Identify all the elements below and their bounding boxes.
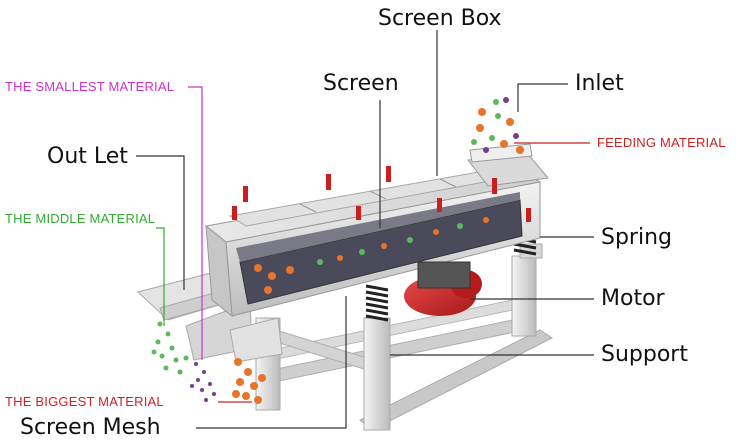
material-balls [254, 217, 489, 294]
label-screen-mesh: Screen Mesh [20, 415, 161, 440]
clamp-handles [232, 166, 531, 222]
label-feeding-material: FEEDING MATERIAL [597, 135, 726, 150]
smallest-material-falling [190, 362, 216, 402]
leader-outlet [136, 155, 185, 290]
label-motor: Motor [601, 286, 665, 311]
leader-screen-mesh [196, 296, 347, 429]
feeding-material-balls [471, 97, 524, 154]
label-biggest-material: THE BIGGEST MATERIAL [5, 394, 164, 409]
leader-lines [136, 30, 594, 429]
label-spring: Spring [601, 225, 672, 250]
label-screen-box: Screen Box [378, 6, 502, 31]
label-screen: Screen [323, 71, 399, 96]
label-support: Support [601, 342, 688, 367]
leader-inlet [517, 83, 568, 112]
label-smallest-material: THE SMALLEST MATERIAL [5, 79, 175, 94]
label-inlet: Inlet [575, 71, 624, 96]
leader-middle [156, 227, 165, 326]
middle-material-falling [151, 321, 189, 375]
label-out-let: Out Let [47, 144, 128, 169]
spring-front [365, 284, 389, 322]
biggest-material-falling [232, 358, 266, 404]
screen-box [204, 169, 542, 318]
motor [404, 261, 482, 316]
leader-smallest [188, 86, 203, 360]
label-middle-material: THE MIDDLE MATERIAL [5, 211, 156, 226]
